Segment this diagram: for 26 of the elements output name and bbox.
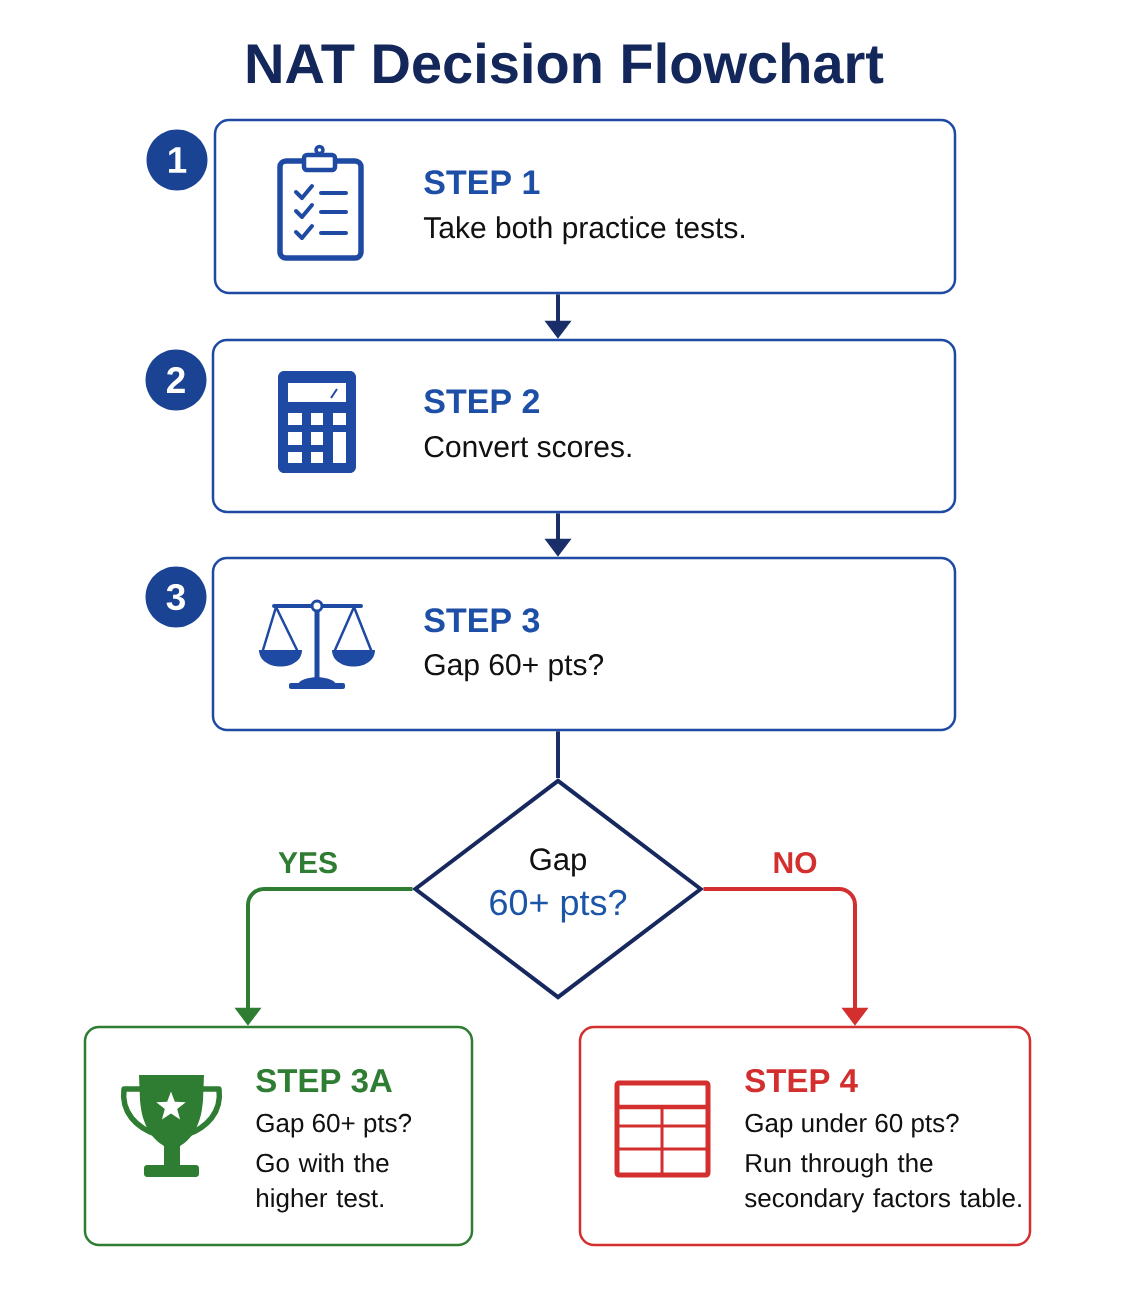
decision-text: Gap [530, 848, 586, 877]
process-box [213, 118, 957, 295]
result-box [83, 1025, 474, 1247]
step-text: Convert scores. [424, 436, 631, 458]
step-text: Gap 60+ pts? [256, 1113, 412, 1138]
step-heading: STEP 2 [424, 389, 540, 414]
decision-text: 60+ pts? [490, 889, 627, 923]
edge-label: NO [769, 849, 821, 877]
step-heading: STEP 3 [424, 608, 540, 633]
number-badge: 1 [146, 129, 208, 191]
result-box [578, 1025, 1032, 1247]
number-badge: 3 [145, 566, 207, 628]
step-heading: STEP 1 [424, 170, 540, 195]
step-text: Take both practice tests. [423, 216, 744, 245]
process-box [211, 556, 957, 732]
step-text: Go with the higher test. [256, 1153, 389, 1213]
step-text: Run through the secondary factors table. [745, 1153, 1021, 1213]
edge-label: YES [275, 849, 341, 877]
connector-line [556, 731, 560, 778]
number-badge: 2 [145, 349, 207, 411]
step-heading: STEP 3A [256, 1068, 392, 1093]
step-heading: STEP 4 [745, 1068, 858, 1093]
step-text: Gap under 60 pts? [745, 1113, 959, 1138]
title: NAT Decision Flowchart [247, 42, 884, 84]
step-text: Gap 60+ pts? [424, 654, 604, 682]
process-box [211, 338, 957, 514]
